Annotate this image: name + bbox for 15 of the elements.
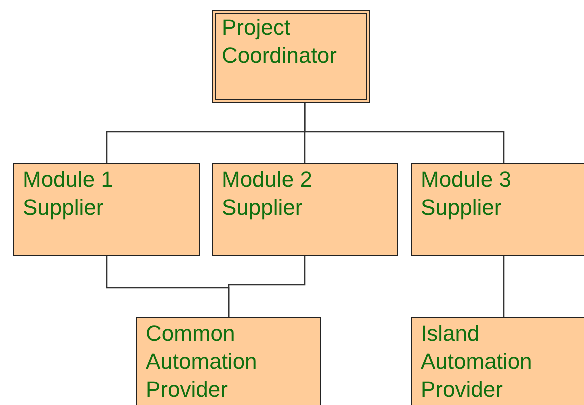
org-box <box>212 10 370 103</box>
org-box <box>411 317 584 405</box>
org-box <box>212 163 398 256</box>
box-label: Module 3 Supplier <box>421 166 513 222</box>
box-label: Island Automation Provider <box>421 320 534 404</box>
org-box <box>136 317 321 405</box>
box-label: Module 2 Supplier <box>222 166 314 222</box>
org-box <box>13 163 200 256</box>
connector-line <box>228 256 306 317</box>
box-label: Common Automation Provider <box>146 320 258 404</box>
org-box <box>411 163 584 256</box>
connector-line <box>503 256 505 317</box>
connector-line <box>304 103 505 163</box>
box-label: Project Coordinator <box>222 14 338 70</box>
box-label: Module 1 Supplier <box>23 166 115 222</box>
